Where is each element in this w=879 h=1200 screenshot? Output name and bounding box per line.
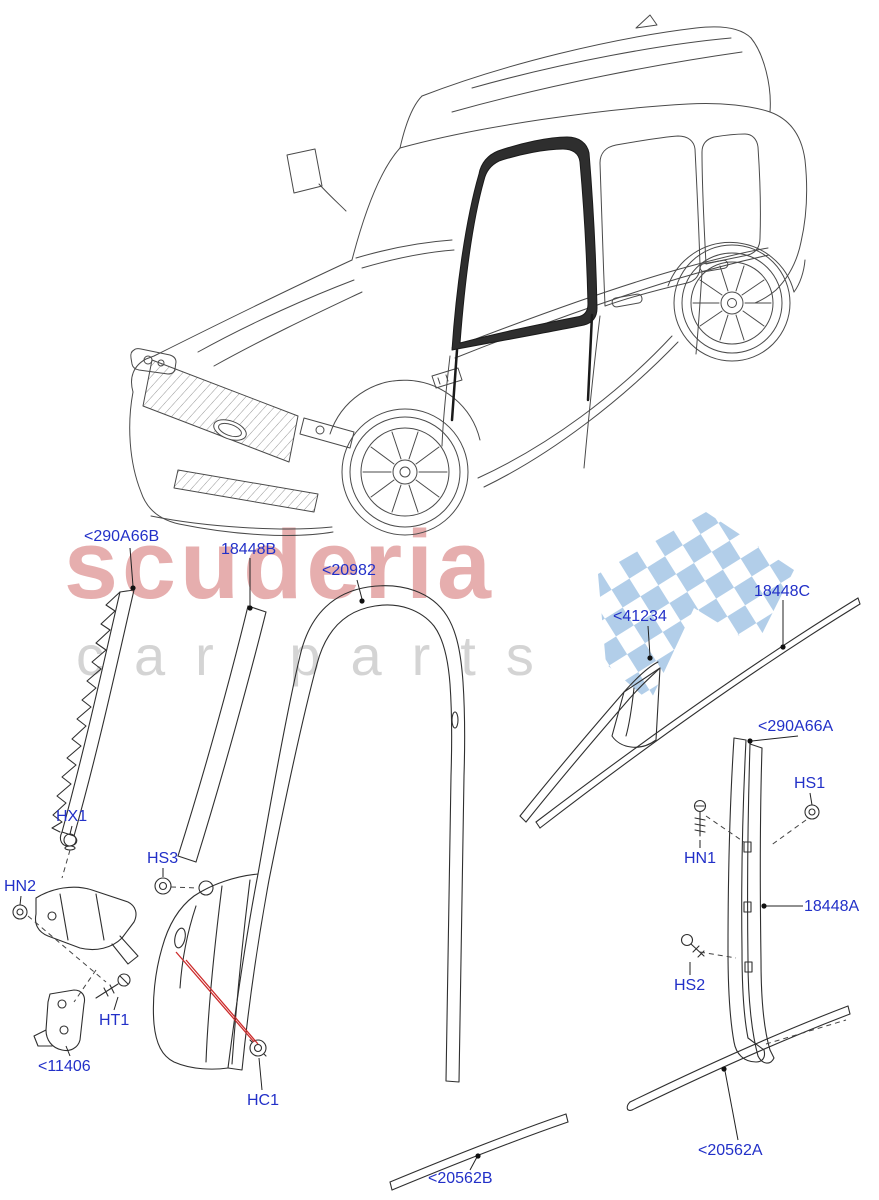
car-front-door-window-frame-highlight (451, 136, 598, 351)
part-label-HN1[interactable]: HN1 (684, 850, 717, 867)
part-belt-molding-20562A (626, 1005, 851, 1111)
car-front-grille (130, 348, 355, 530)
alignment-dashed-lines (27, 815, 847, 1045)
part-door-window-frame-20982 (152, 585, 466, 1083)
part-b-pillar-trim-290A66A (727, 737, 766, 1063)
part-label-HS3[interactable]: HS3 (147, 850, 179, 867)
part-b-pillar-applique-18448A (743, 743, 775, 1064)
bracket-hinge-plate (34, 886, 139, 965)
part-label-290A66A[interactable]: <290A66A (758, 718, 834, 735)
car-illustration (129, 14, 808, 536)
exploded-parts (12, 585, 861, 1191)
watermark-brand-text: scuderia (64, 510, 495, 619)
part-roof-molding-18448C (535, 597, 861, 829)
fastener-hn2-nut (12, 904, 28, 920)
part-a-pillar-applique-18448B (177, 605, 267, 863)
part-label-11406[interactable]: <11406 (38, 1058, 91, 1075)
part-weatherstrip-41234 (519, 661, 661, 823)
car-wheels (341, 244, 791, 536)
leader-lines (19, 547, 813, 1171)
watermark-tagline-text: car parts (76, 624, 564, 687)
part-bracket-11406 (33, 989, 86, 1052)
fastener-hs2-screw (680, 933, 705, 958)
part-a-pillar-trim-290A66B (51, 589, 135, 847)
part-label-HN2[interactable]: HN2 (4, 878, 37, 895)
part-label-18448B[interactable]: 18448B (221, 541, 277, 558)
part-label-290A66B[interactable]: <290A66B (84, 528, 160, 545)
part-label-20562A[interactable]: <20562A (698, 1142, 763, 1159)
part-label-HS1[interactable]: HS1 (794, 775, 826, 792)
fastener-hn1-screw (693, 799, 707, 837)
part-label-20982[interactable]: <20982 (322, 562, 376, 579)
part-label-HC1[interactable]: HC1 (247, 1092, 280, 1109)
fastener-hs3-grommet (154, 877, 172, 895)
fastener-ht1-screw (95, 973, 131, 999)
fastener-hs1-nut (804, 804, 820, 820)
part-label-18448C[interactable]: 18448C (754, 583, 811, 600)
red-leader-lines (175, 951, 259, 1045)
checkered-flag-watermark (598, 512, 794, 702)
part-label-HT1[interactable]: HT1 (99, 1012, 130, 1029)
part-label-18448A[interactable]: 18448A (804, 898, 860, 915)
car-body-outline (129, 14, 808, 536)
part-label-20562B[interactable]: <20562B (428, 1170, 493, 1187)
part-label-HX1[interactable]: HX1 (56, 808, 88, 825)
attachment-dots (130, 585, 786, 1159)
fastener-hx1-bolt (63, 833, 77, 851)
part-label-HS2[interactable]: HS2 (674, 977, 706, 994)
car-windows (450, 133, 761, 422)
part-label-41234[interactable]: <41234 (613, 608, 667, 625)
fastener-hc1-clip (249, 1039, 267, 1057)
